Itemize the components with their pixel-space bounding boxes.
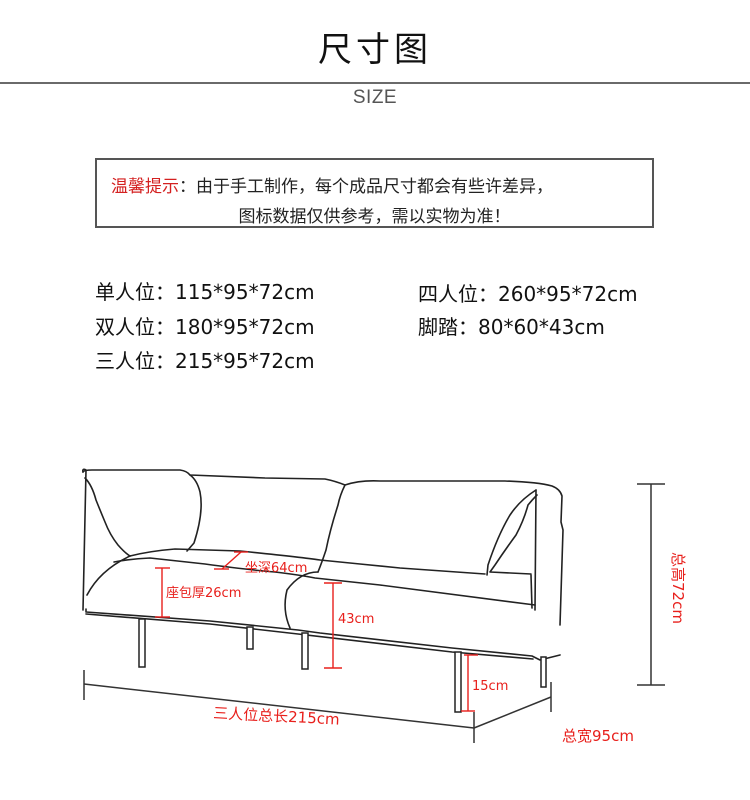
spec-value: ：260*95*72cm — [478, 282, 638, 306]
notice-line-2: 图标数据仅供参考，需以实物为准！ — [238, 207, 511, 227]
page-subtitle: SIZE — [352, 87, 398, 108]
page-title: 尺寸图 — [318, 30, 432, 70]
spec-item-ottoman: 脚踏：80*60*43cm — [418, 311, 605, 340]
total-height-label: 总高72cm — [669, 552, 687, 624]
spec-value: ：180*95*72cm — [155, 315, 315, 339]
notice-box: 温馨提示：由于手工制作，每个成品尺寸都会有些许差异， 图标数据仅供参考，需以实物… — [95, 158, 654, 228]
leg-back-left — [246, 626, 254, 650]
leg-front-left — [138, 618, 146, 668]
black-dimension-lines — [83, 483, 665, 743]
spec-item-quad: 四人位：260*95*72cm — [418, 278, 638, 307]
spec-item-double: 双人位：180*95*72cm — [95, 311, 315, 340]
cushion-thickness-label: 座包厚26cm — [166, 586, 241, 601]
title-divider — [0, 82, 750, 84]
spec-value: ：80*60*43cm — [458, 315, 605, 339]
seat-depth-label: 坐深64cm — [245, 561, 307, 576]
seat-height-label: 43cm — [338, 612, 374, 627]
leg-height-label: 15cm — [472, 679, 508, 694]
leg-back-right — [540, 656, 547, 688]
spec-name: 单人位 — [95, 280, 155, 304]
notice-line-1: 温馨提示：由于手工制作，每个成品尺寸都会有些许差异， — [111, 172, 553, 197]
spec-item-single: 单人位：115*95*72cm — [95, 276, 315, 305]
sofa-outline — [82, 468, 564, 661]
spec-item-triple: 三人位：215*95*72cm — [95, 345, 315, 374]
spec-name: 三人位 — [95, 349, 155, 373]
spec-value: ：215*95*72cm — [155, 349, 315, 373]
total-width-label: 总宽95cm — [562, 727, 634, 745]
spec-name: 双人位 — [95, 315, 155, 339]
spec-name: 四人位 — [418, 282, 478, 306]
leg-front-right — [454, 651, 462, 713]
spec-value: ：115*95*72cm — [155, 280, 315, 304]
total-length-label: 三人位总长215cm — [213, 704, 340, 729]
notice-separator: ： — [179, 177, 196, 197]
spec-name: 脚踏 — [418, 315, 458, 339]
leg-front-middle — [301, 632, 309, 670]
sofa-legs — [138, 618, 547, 713]
notice-label: 温馨提示 — [111, 177, 179, 197]
notice-text-1: 由于手工制作，每个成品尺寸都会有些许差异， — [196, 177, 553, 197]
red-dimension-lines — [155, 551, 478, 712]
